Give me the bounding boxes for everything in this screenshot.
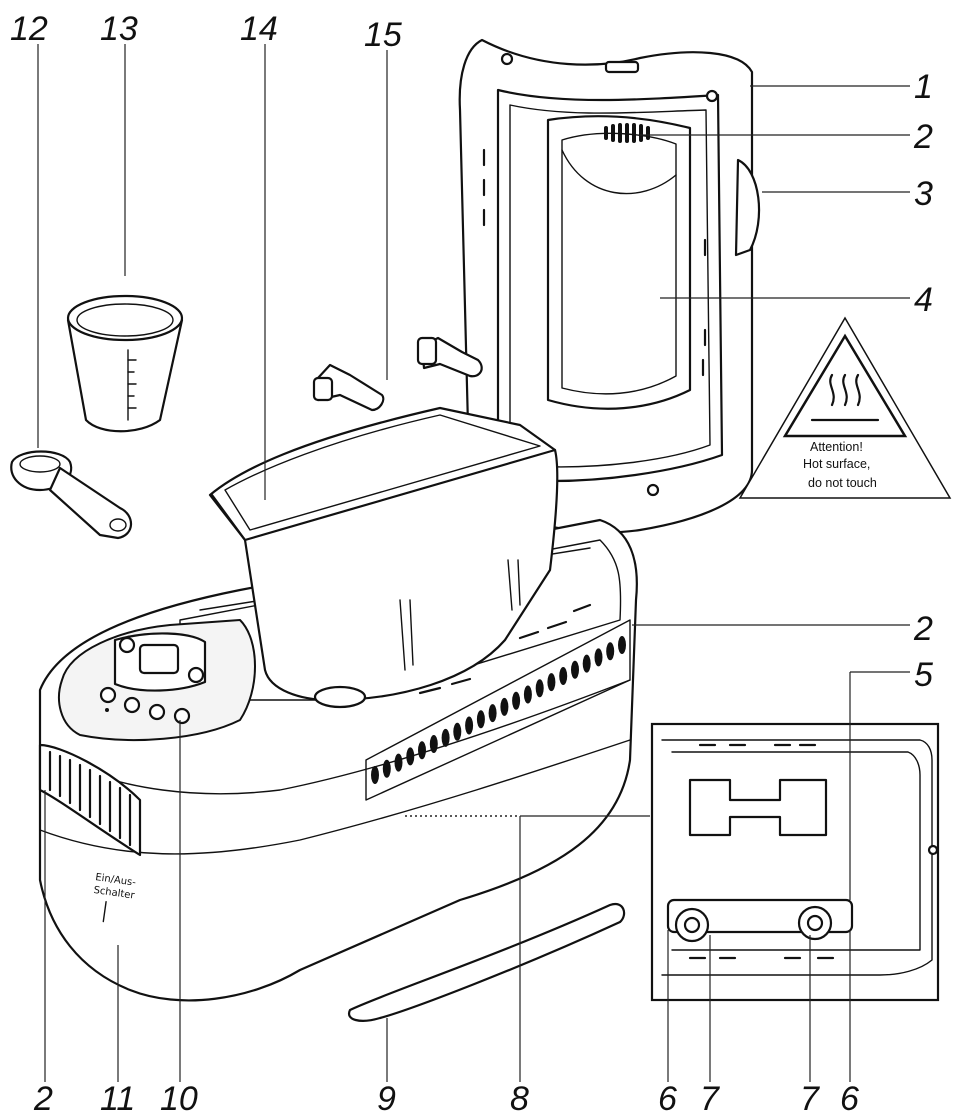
viewing-window bbox=[546, 115, 692, 410]
arrow-right-button[interactable] bbox=[187, 666, 205, 684]
kneading-paddle-left bbox=[312, 363, 385, 412]
vent-slot bbox=[441, 728, 450, 747]
callout-5: 5 bbox=[914, 656, 933, 694]
vent-slot bbox=[594, 648, 603, 667]
vent-slot bbox=[476, 710, 485, 729]
warning-line-1: Attention! bbox=[810, 440, 863, 454]
warning-line-2: Hot surface, bbox=[803, 457, 870, 471]
callout-11: 11 bbox=[100, 1080, 135, 1118]
callout-2-bottom: 2 bbox=[33, 1080, 53, 1118]
button-2[interactable] bbox=[123, 696, 141, 714]
button-3[interactable] bbox=[148, 703, 166, 721]
callout-numbers: 12 13 14 15 1 2 3 4 2 5 2 11 10 9 8 6 7 … bbox=[10, 10, 933, 1118]
lid-vent bbox=[604, 123, 650, 143]
callout-1: 1 bbox=[914, 68, 933, 106]
callout-6-left: 6 bbox=[658, 1080, 677, 1118]
button-1[interactable] bbox=[99, 686, 117, 704]
callout-2-top: 2 bbox=[913, 118, 933, 156]
vent-slot bbox=[606, 642, 615, 661]
vent-slot bbox=[618, 636, 626, 654]
bread-pan bbox=[208, 406, 559, 709]
measuring-cup bbox=[66, 294, 184, 433]
vent-slot bbox=[571, 660, 579, 679]
callout-13: 13 bbox=[100, 10, 138, 48]
leader-lines bbox=[37, 44, 910, 1082]
hot-surface-icon bbox=[810, 373, 880, 422]
callout-2-mid: 2 bbox=[913, 610, 933, 648]
vent-slot bbox=[418, 741, 426, 760]
vent-slot bbox=[429, 735, 438, 753]
callout-3: 3 bbox=[914, 175, 933, 213]
vent-slot bbox=[523, 685, 532, 704]
lid bbox=[458, 38, 761, 534]
warning-label: Attention! Hot surface, do not touch bbox=[738, 316, 952, 499]
vent-slot bbox=[465, 716, 474, 735]
lcd-display bbox=[138, 643, 180, 675]
vent-slot bbox=[394, 753, 403, 772]
vent-slot bbox=[382, 759, 391, 778]
callout-15: 15 bbox=[364, 16, 402, 54]
vent-slot bbox=[547, 673, 556, 692]
vent-slot bbox=[500, 697, 509, 716]
lid-dashes bbox=[482, 148, 707, 377]
heating-element bbox=[688, 778, 828, 837]
callout-6-right: 6 bbox=[840, 1080, 859, 1118]
side-vent bbox=[38, 743, 142, 857]
kneading-paddle-right bbox=[416, 336, 483, 378]
vent-slot bbox=[488, 704, 497, 723]
vent-slot bbox=[559, 667, 568, 685]
callout-7-right: 7 bbox=[800, 1080, 820, 1118]
callout-4: 4 bbox=[914, 281, 933, 319]
callout-12: 12 bbox=[10, 10, 48, 48]
front-vent-slots bbox=[365, 619, 631, 801]
vent-slot bbox=[371, 766, 379, 784]
hook-tool bbox=[347, 902, 626, 1022]
vent-slot bbox=[512, 691, 521, 710]
measuring-spoon bbox=[10, 450, 133, 540]
callout-10: 10 bbox=[160, 1080, 198, 1118]
callout-14: 14 bbox=[240, 10, 278, 48]
lid-handle[interactable] bbox=[734, 158, 761, 257]
arrow-left-button[interactable] bbox=[118, 636, 136, 654]
vent-slot bbox=[535, 679, 544, 698]
callout-8: 8 bbox=[510, 1080, 529, 1118]
callout-9: 9 bbox=[377, 1080, 396, 1118]
vent-slot bbox=[582, 654, 591, 673]
rim-dashes bbox=[418, 603, 592, 695]
warning-line-3: do not touch bbox=[808, 476, 877, 490]
inset-box bbox=[650, 722, 940, 1002]
vent-slot bbox=[406, 747, 415, 766]
callout-7-left: 7 bbox=[700, 1080, 720, 1118]
button-4[interactable] bbox=[173, 707, 191, 725]
vent-slot bbox=[453, 722, 462, 741]
